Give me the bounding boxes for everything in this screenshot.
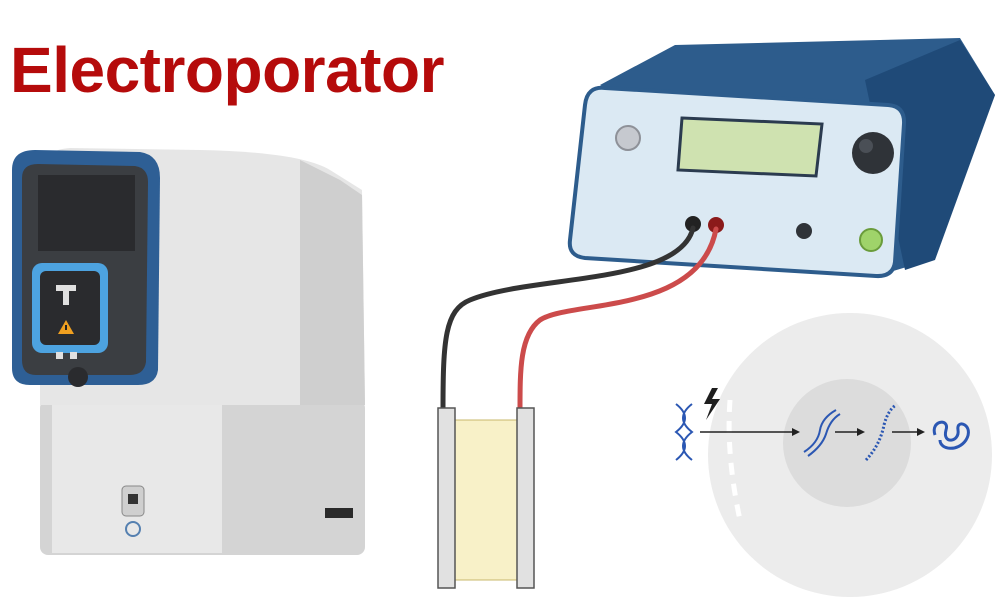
chamber-slot — [56, 285, 76, 291]
power-switch — [615, 125, 641, 151]
benchtop-electroporator — [12, 148, 365, 555]
arrowhead-1 — [792, 428, 800, 436]
indicator-light-left — [56, 352, 63, 359]
cuvette-electrode-left — [437, 407, 456, 589]
generator-display — [676, 116, 824, 178]
lightning-bolt-icon — [704, 388, 720, 420]
mrna-strand-icon — [864, 403, 897, 462]
black-terminal — [685, 216, 701, 232]
arrowhead-3 — [917, 428, 925, 436]
cuvette — [437, 407, 535, 589]
red-terminal — [708, 217, 724, 233]
cuvette-sample — [454, 419, 518, 581]
usb-port-slot — [128, 494, 138, 504]
cuvette-dial — [68, 367, 88, 387]
cuvette-electrode-right — [516, 407, 535, 589]
pulse-generator — [567, 38, 995, 279]
voltage-knob — [852, 132, 894, 174]
body-side-shadow — [300, 160, 365, 405]
red-wire — [517, 226, 719, 413]
arrowhead-2 — [857, 428, 865, 436]
rear-foot — [325, 508, 353, 518]
warning-mark — [65, 325, 67, 330]
knob-highlight — [859, 139, 873, 153]
dna-helix-icon — [674, 403, 694, 461]
nucleus — [783, 379, 911, 507]
control-button — [796, 223, 812, 239]
cell-diagram — [674, 313, 992, 597]
generator-front-panel — [567, 85, 907, 279]
black-wire — [440, 225, 696, 413]
chamber-slot-stem — [63, 291, 69, 305]
protein-icon — [932, 420, 970, 450]
diagram-title: Electroporator — [10, 34, 444, 106]
status-led — [859, 228, 883, 252]
indicator-light-right — [70, 352, 77, 359]
cuvette-chamber — [40, 271, 100, 345]
dna-helix-nucleus-icon — [803, 409, 841, 457]
membrane-pores — [726, 399, 743, 521]
power-button-icon — [125, 521, 141, 537]
screen — [38, 175, 135, 251]
